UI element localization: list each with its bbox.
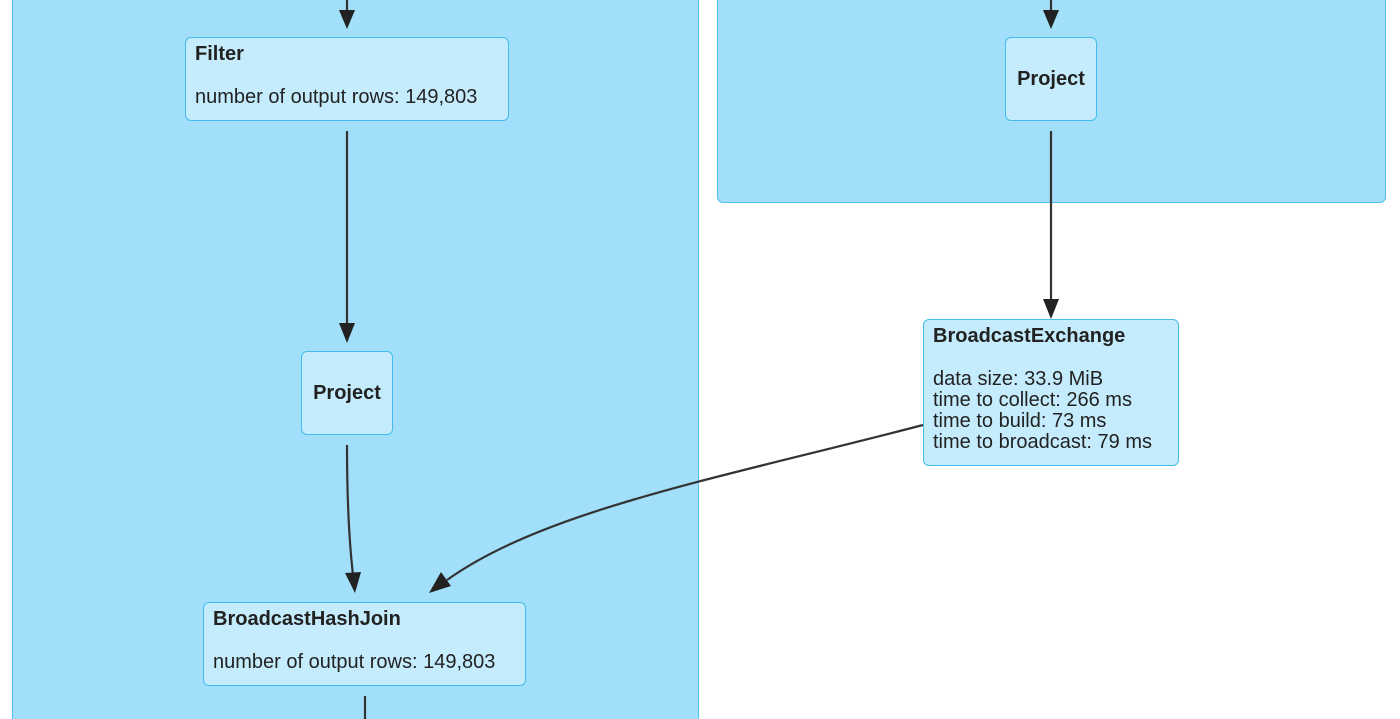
node-title: Project: [1017, 67, 1085, 90]
node-title: Project: [313, 381, 381, 404]
node-filter[interactable]: Filter number of output rows: 149,803: [185, 37, 509, 121]
node-metric: number of output rows: 149,803: [213, 651, 496, 673]
node-project-left[interactable]: Project: [301, 351, 393, 435]
node-project-right[interactable]: Project: [1005, 37, 1097, 121]
node-broadcast-hash-join[interactable]: BroadcastHashJoin number of output rows:…: [203, 602, 526, 686]
node-title: BroadcastHashJoin: [213, 608, 401, 630]
node-metric-time-to-broadcast: time to broadcast: 79 ms: [933, 431, 1152, 453]
node-title: BroadcastExchange: [933, 325, 1126, 347]
node-metric-data-size: data size: 33.9 MiB: [933, 368, 1104, 390]
node-broadcast-exchange[interactable]: BroadcastExchange data size: 33.9 MiB ti…: [923, 319, 1179, 466]
node-metric: number of output rows: 149,803: [195, 86, 478, 108]
node-metric-time-to-collect: time to collect: 266 ms: [933, 389, 1132, 411]
node-metric-time-to-build: time to build: 73 ms: [933, 410, 1107, 432]
node-title: Filter: [195, 43, 244, 65]
